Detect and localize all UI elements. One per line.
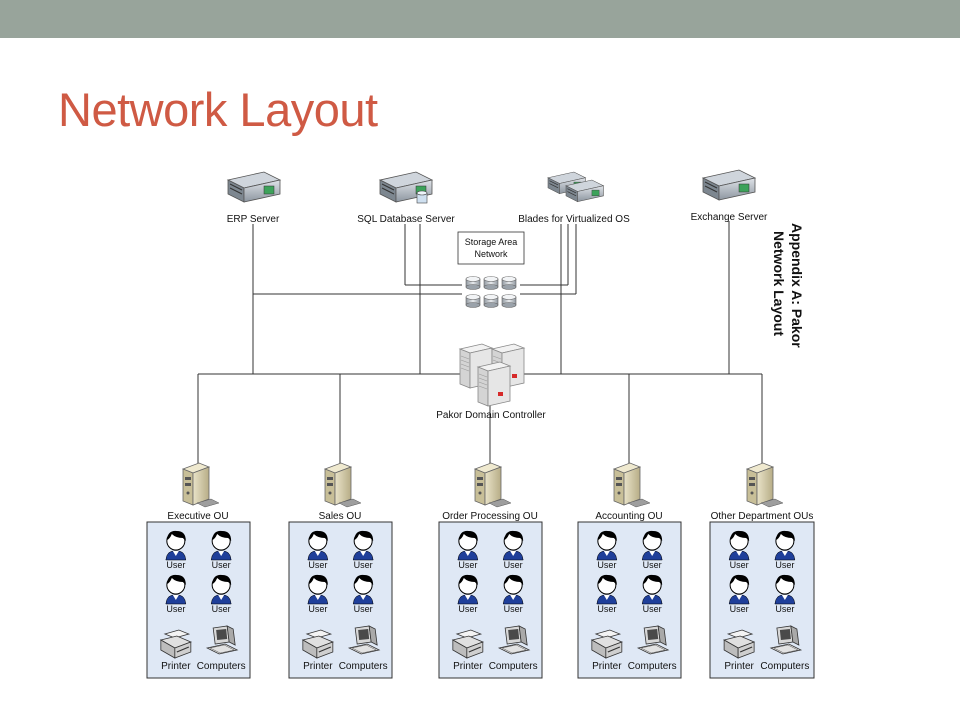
user-label: User [504,560,523,570]
exchange-server-icon [702,169,756,201]
erp-server-label: ERP Server [227,214,280,225]
user-label: User [212,560,231,570]
printer-label: Printer [303,661,333,672]
appendix-label: Appendix A: Pakor Network Layout [771,223,805,348]
user-icon [641,530,663,561]
user-icon [165,530,187,561]
ou-server-tower-icon [324,462,362,508]
ou-server-tower-icon [746,462,784,508]
user-label: User [597,604,616,614]
user-label: User [354,604,373,614]
user-label: User [166,604,185,614]
ou-box [709,521,815,679]
ou-label: Order Processing OU [442,511,538,522]
ou-box [288,521,393,679]
sql-database-server: SQL Database Server [357,171,455,225]
rack-server-icon [227,171,281,203]
user-icon [596,574,618,605]
user-label: User [354,560,373,570]
computers-label: Computers [339,661,388,672]
slide-title: Network Layout [58,83,378,136]
user-label: User [775,604,794,614]
user-icon [596,530,618,561]
ou-label: Sales OU [319,511,362,522]
user-icon [728,530,750,561]
database-cylinder-icon [416,190,428,204]
user-label: User [166,560,185,570]
user-icon [307,574,329,605]
user-icon [457,530,479,561]
user-icon [774,574,796,605]
user-label: User [643,560,662,570]
user-label: User [458,604,477,614]
ou-server-tower-icon [474,462,512,508]
domain-controller-label: Pakor Domain Controller [436,410,546,421]
user-label: User [730,560,749,570]
disk-array-icon [465,276,517,308]
storage-area-network: Storage Area Network [457,231,525,308]
user-icon [352,574,374,605]
user-icon [307,530,329,561]
user-label: User [308,560,327,570]
computers-label: Computers [489,661,538,672]
blade-servers-icon [547,171,604,202]
ou-server-tower-icon [182,462,220,508]
user-icon [502,574,524,605]
ou-label: Accounting OU [595,511,662,522]
san-label-line1: Storage Area [465,237,518,247]
blades-label: Blades for Virtualized OS [518,214,630,225]
ou-box [146,521,251,679]
server-cluster-icon [459,343,525,407]
sql-server-label: SQL Database Server [357,214,455,225]
user-icon [728,574,750,605]
printer-label: Printer [161,661,191,672]
user-icon [641,574,663,605]
ou-box [577,521,682,679]
exchange-server: Exchange Server [691,169,768,223]
san-label-line2: Network [474,249,508,259]
user-label: User [504,604,523,614]
user-label: User [730,604,749,614]
san-label-box [457,231,525,265]
domain-controller: Pakor Domain Controller [436,343,546,421]
user-label: User [775,560,794,570]
erp-server: ERP Server [227,171,281,225]
user-label: User [643,604,662,614]
user-icon [210,530,232,561]
user-icon [352,530,374,561]
user-icon [502,530,524,561]
computers-label: Computers [760,661,809,672]
exchange-server-label: Exchange Server [691,212,768,223]
computers-label: Computers [197,661,246,672]
user-icon [774,530,796,561]
user-label: User [212,604,231,614]
user-label: User [597,560,616,570]
user-icon [457,574,479,605]
user-icon [210,574,232,605]
printer-label: Printer [724,661,754,672]
ou-box [438,521,543,679]
appendix-title: Appendix A: Pakor [789,223,805,348]
ou-label: Executive OU [167,511,228,522]
ou-server-tower-icon [613,462,651,508]
printer-label: Printer [453,661,483,672]
user-icon [165,574,187,605]
user-label: User [308,604,327,614]
slide-top-bar [0,0,960,38]
user-label: User [458,560,477,570]
appendix-subtitle: Network Layout [771,231,787,336]
computers-label: Computers [628,661,677,672]
printer-label: Printer [592,661,622,672]
blade-servers: Blades for Virtualized OS [518,171,630,225]
ou-label: Other Department OUs [711,511,814,522]
